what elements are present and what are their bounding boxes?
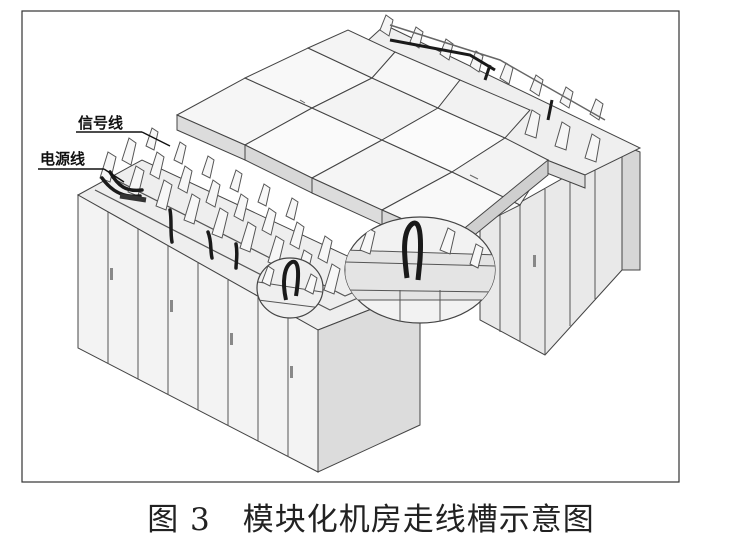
power-line-callout: 电源线 bbox=[38, 150, 125, 183]
figure-caption: 图 3 模块化机房走线槽示意图 bbox=[147, 502, 595, 538]
signal-line-callout: 信号线 bbox=[76, 114, 171, 147]
figure-frame bbox=[21, 10, 680, 483]
door-handle bbox=[533, 255, 536, 267]
magnifier-large bbox=[344, 216, 496, 324]
power-line-label: 电源线 bbox=[40, 150, 85, 168]
signal-line-label: 信号线 bbox=[78, 114, 123, 132]
roof-panels bbox=[175, 29, 549, 257]
front-cabinet-row bbox=[76, 127, 422, 473]
magnifier-small bbox=[256, 257, 324, 319]
